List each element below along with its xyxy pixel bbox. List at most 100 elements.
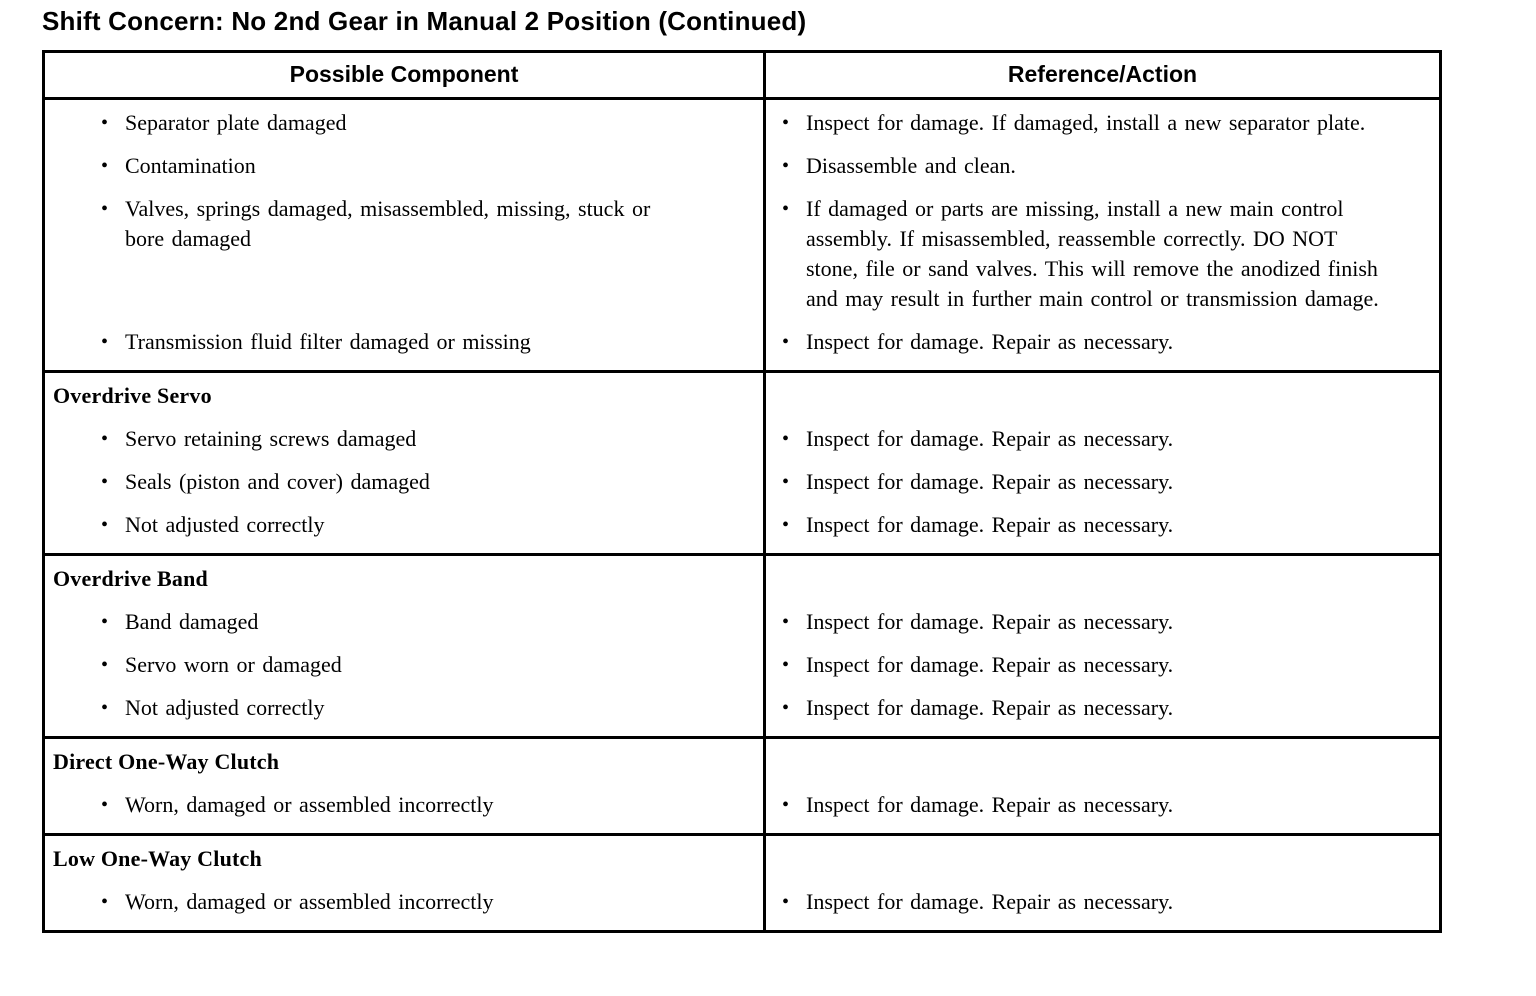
bullet-icon: • [101,331,109,353]
table-header-row: Possible Component Reference/Action [45,53,1439,100]
table-section: Direct One-Way Clutch • Worn, damaged or a… [45,739,1439,836]
section-heading-cell: Overdrive Band [45,556,766,607]
table-section: Low One-Way Clutch • Worn, damaged or asse… [45,836,1439,930]
section-heading-spacer-cell [766,836,1439,887]
bullet-item: • Valves, springs damaged, misassembled, … [45,194,763,254]
bullet-item: • Inspect for damage. Repair as necessary… [766,510,1439,540]
action-text: Inspect for damage. Repair as necessary. [806,512,1174,537]
component-text: Not adjusted correctly [125,695,325,720]
component-cell: • Seals (piston and cover) damaged [45,467,766,510]
bullet-icon: • [782,198,790,220]
bullet-item: • Inspect for damage. Repair as necessary… [766,424,1439,454]
action-cell: • Inspect for damage. Repair as necessary… [766,510,1439,553]
component-text: Servo retaining screws damaged [125,426,417,451]
component-cell: • Not adjusted correctly [45,693,766,736]
component-text: Not adjusted correctly [125,512,325,537]
bullet-item: •Disassemble and clean. [766,151,1439,181]
component-text: Seals (piston and cover) damaged [125,469,430,494]
bullet-item: • If damaged or parts are missing, instal… [766,194,1439,314]
bullet-item: • Worn, damaged or assembled incorrectly [45,790,763,820]
section-heading-spacer-cell [766,739,1439,790]
action-text: Inspect for damage. Repair as necessary. [806,609,1174,634]
component-cell: • Contamination [45,151,766,194]
troubleshooting-table: Possible Component Reference/Action • Sep… [42,50,1442,933]
section-heading-spacer-cell [766,556,1439,607]
component-cell: • Valves, springs damaged, misassembled, … [45,194,766,327]
section-heading-cell: Low One-Way Clutch [45,836,766,887]
bullet-item: •Inspect for damage. Repair as necessary… [766,327,1439,357]
action-cell: •Inspect for damage. Repair as necessary… [766,693,1439,736]
section-heading-text: Low One-Way Clutch [53,846,262,871]
component-text: Servo worn or damaged [125,652,342,677]
bullet-item: • Inspect for damage. Repair as necessary… [766,467,1439,497]
action-cell: • Inspect for damage. Repair as necessary… [766,790,1439,833]
component-cell: • Servo retaining screws damaged [45,424,766,467]
bullet-icon: • [782,654,790,676]
bullet-icon: • [782,331,790,353]
bullet-item: •Inspect for damage. If damaged, install… [766,108,1439,138]
action-text: Inspect for damage. If damaged, install … [806,110,1366,135]
action-cell: • Inspect for damage. Repair as necessary… [766,887,1439,930]
component-cell: • Separator plate damaged [45,100,766,151]
bullet-icon: • [101,794,109,816]
bullet-item: • Not adjusted correctly [45,693,763,723]
manual-page: Shift Concern: No 2nd Gear in Manual 2 P… [42,6,1442,933]
action-cell: •Disassemble and clean. [766,151,1439,194]
component-cell: •Servo worn or damaged [45,650,766,693]
component-text: Worn, damaged or assembled incorrectly [125,889,494,914]
bullet-icon: • [101,428,109,450]
bullet-item: • Seals (piston and cover) damaged [45,467,763,497]
bullet-icon: • [101,697,109,719]
bullet-icon: • [101,198,109,220]
section-heading-spacer-cell [766,373,1439,424]
action-text: Inspect for damage. Repair as necessary. [806,652,1174,677]
action-text: Inspect for damage. Repair as necessary. [806,469,1174,494]
bullet-icon: • [782,428,790,450]
bullet-icon: • [782,697,790,719]
bullet-item: •Servo worn or damaged [45,650,763,680]
bullet-icon: • [101,155,109,177]
bullet-item: • Inspect for damage. Repair as necessary… [766,887,1439,917]
section-heading-text: Direct One-Way Clutch [53,749,280,774]
action-text: Inspect for damage. Repair as necessary. [806,426,1174,451]
bullet-icon: • [782,514,790,536]
column-header-possible-component: Possible Component [45,53,766,97]
bullet-icon: • [101,471,109,493]
component-text: Worn, damaged or assembled incorrectly [125,792,494,817]
bullet-icon: • [782,611,790,633]
action-cell: • Inspect for damage. Repair as necessary… [766,467,1439,510]
column-header-reference-action: Reference/Action [1007,61,1198,87]
action-text: Inspect for damage. Repair as necessary. [806,792,1174,817]
bullet-item: • Not adjusted correctly [45,510,763,540]
table-section: Overdrive Band • Band damaged • Inspect for … [45,556,1439,739]
bullet-icon: • [782,794,790,816]
component-text: Valves, springs damaged, misassembled, m… [125,196,651,251]
bullet-icon: • [101,611,109,633]
page-title: Shift Concern: No 2nd Gear in Manual 2 P… [42,6,807,36]
action-cell: • Inspect for damage. Repair as necessary… [766,424,1439,467]
bullet-item: • Worn, damaged or assembled incorrectly [45,887,763,917]
bullet-item: •Transmission fluid filter damaged or mi… [45,327,763,357]
component-cell: • Worn, damaged or assembled incorrectly [45,790,766,833]
table-section: Overdrive Servo•Servo retaining screws d… [45,373,1439,556]
action-text: If damaged or parts are missing, install… [806,196,1379,311]
section-heading-cell: Direct One-Way Clutch [45,739,766,790]
bullet-item: • Separator plate damaged [45,108,763,138]
action-text: Inspect for damage. Repair as necessary. [806,889,1174,914]
action-cell: • If damaged or parts are missing, instal… [766,194,1439,327]
component-text: Contamination [125,153,256,178]
component-text: Band damaged [125,609,259,634]
bullet-icon: • [782,891,790,913]
bullet-icon: • [101,891,109,913]
bullet-item: • Inspect for damage. Repair as necessary… [766,607,1439,637]
bullet-icon: • [101,112,109,134]
bullet-icon: • [101,514,109,536]
bullet-item: • Servo retaining screws damaged [45,424,763,454]
action-cell: • Inspect for damage. Repair as necessary… [766,650,1439,693]
action-cell: • Inspect for damage. Repair as necessary… [766,607,1439,650]
table-sections: •Separator plate damaged•Inspect for dam… [45,100,1439,930]
bullet-icon: • [782,471,790,493]
component-text: Separator plate damaged [125,110,347,135]
component-cell: • Worn, damaged or assembled incorrectly [45,887,766,930]
table-section: •Separator plate damaged•Inspect for dam… [45,100,1439,373]
